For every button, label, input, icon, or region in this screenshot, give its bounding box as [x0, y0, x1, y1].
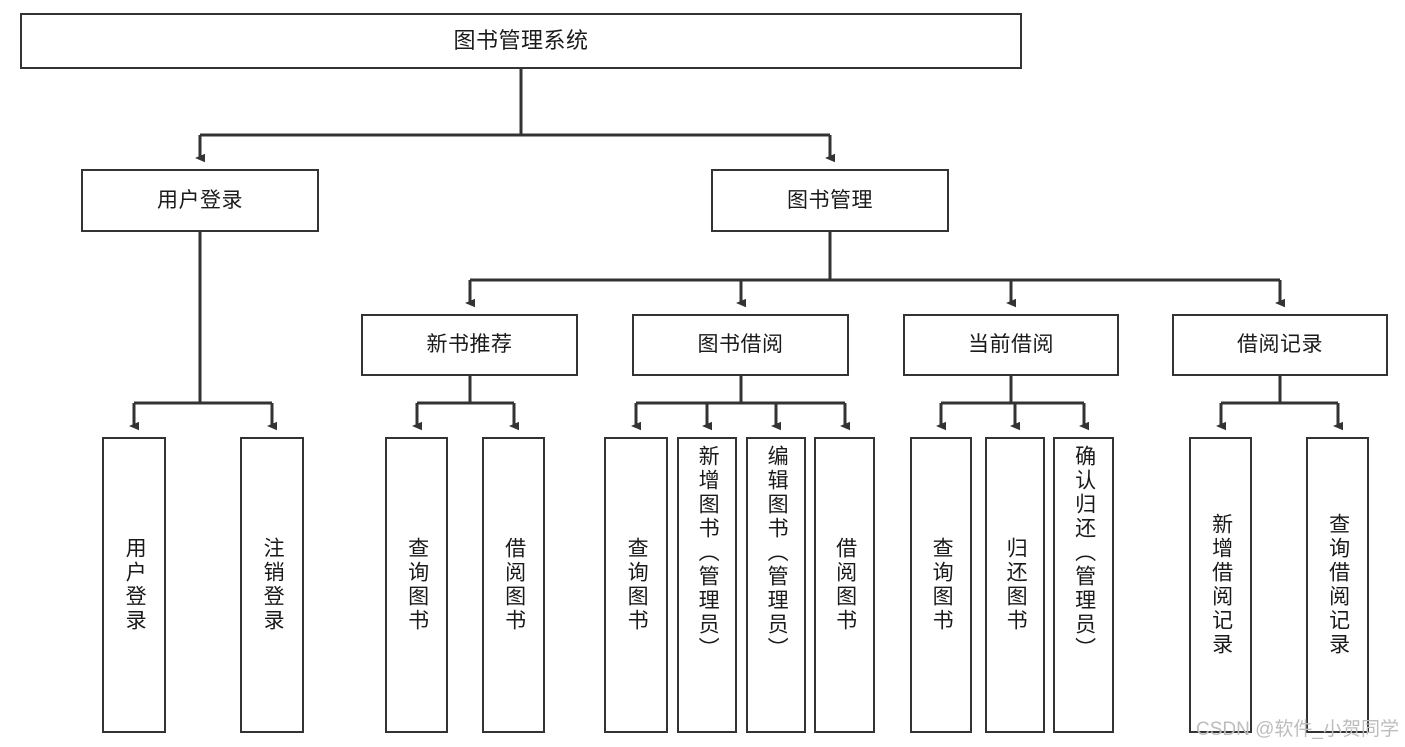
- node-label-leaf-edit-book: 编辑图书（管理员）: [765, 445, 789, 661]
- node-label-leaf-return-book: 归还图书: [1004, 537, 1028, 633]
- node-leaf-confirm-return[interactable]: 确认归还（管理员）: [1053, 437, 1114, 733]
- node-label-leaf-query-record: 查询借阅记录: [1326, 513, 1350, 657]
- node-root[interactable]: 图书管理系统: [20, 13, 1022, 69]
- node-borrow-record[interactable]: 借阅记录: [1172, 314, 1388, 376]
- node-label-current-borrow: 当前借阅: [968, 333, 1054, 357]
- node-leaf-query-book-brw[interactable]: 查询图书: [604, 437, 668, 733]
- node-label-root: 图书管理系统: [453, 27, 589, 53]
- node-current-borrow[interactable]: 当前借阅: [903, 314, 1119, 376]
- node-label-leaf-query-book-cur: 查询图书: [930, 537, 954, 633]
- node-book-borrow[interactable]: 图书借阅: [632, 314, 849, 376]
- node-label-leaf-query-book-brw: 查询图书: [625, 537, 649, 633]
- node-label-leaf-borrow-book-rec: 借阅图书: [502, 537, 526, 633]
- node-leaf-add-book[interactable]: 新增图书（管理员）: [677, 437, 737, 733]
- node-label-leaf-user-login: 用户登录: [123, 537, 147, 633]
- node-label-leaf-user-logout: 注销登录: [261, 537, 285, 633]
- node-label-leaf-query-book-rec: 查询图书: [405, 537, 429, 633]
- node-label-user-login: 用户登录: [157, 188, 243, 212]
- node-leaf-add-record[interactable]: 新增借阅记录: [1189, 437, 1252, 733]
- node-user-login[interactable]: 用户登录: [81, 169, 319, 232]
- node-leaf-query-book-cur[interactable]: 查询图书: [910, 437, 972, 733]
- node-leaf-borrow-book-rec[interactable]: 借阅图书: [482, 437, 545, 733]
- node-book-manage[interactable]: 图书管理: [711, 169, 949, 232]
- node-label-leaf-add-book: 新增图书（管理员）: [696, 445, 720, 661]
- node-label-leaf-borrow-book-brw: 借阅图书: [833, 537, 857, 633]
- node-leaf-borrow-book-brw[interactable]: 借阅图书: [814, 437, 875, 733]
- node-leaf-return-book[interactable]: 归还图书: [985, 437, 1045, 733]
- node-leaf-user-login[interactable]: 用户登录: [102, 437, 166, 733]
- csdn-watermark: CSDN @软件_小贺同学: [1196, 719, 1399, 740]
- node-leaf-query-record[interactable]: 查询借阅记录: [1306, 437, 1369, 733]
- node-label-book-borrow: 图书借阅: [697, 333, 784, 357]
- node-label-new-book-rec: 新书推荐: [426, 333, 513, 357]
- node-label-borrow-record: 借阅记录: [1237, 333, 1323, 357]
- node-leaf-query-book-rec[interactable]: 查询图书: [385, 437, 448, 733]
- node-label-book-manage: 图书管理: [787, 188, 873, 212]
- node-new-book-rec[interactable]: 新书推荐: [361, 314, 578, 376]
- node-label-leaf-confirm-return: 确认归还（管理员）: [1072, 445, 1096, 661]
- node-leaf-edit-book[interactable]: 编辑图书（管理员）: [746, 437, 806, 733]
- node-label-leaf-add-record: 新增借阅记录: [1209, 513, 1233, 657]
- node-leaf-user-logout[interactable]: 注销登录: [240, 437, 304, 733]
